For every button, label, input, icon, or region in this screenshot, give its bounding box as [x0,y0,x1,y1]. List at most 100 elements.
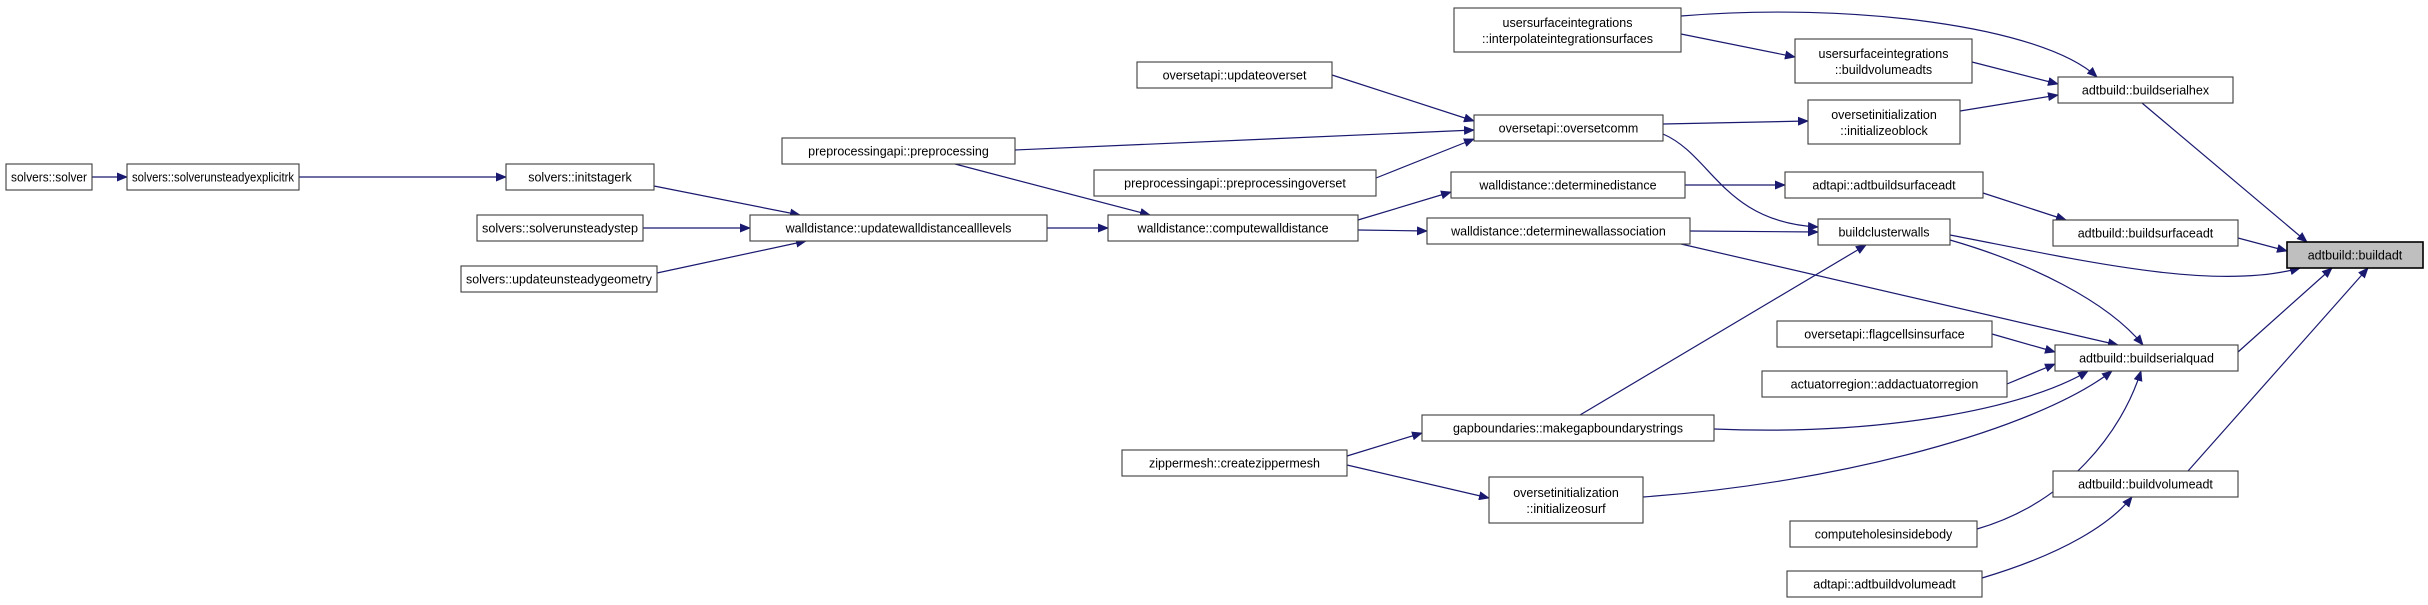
edge-buildclusterwalls-to-buildserialquad [1949,239,2144,346]
edge-updateoverset-to-oversetcomm [1331,74,1475,123]
node-label-preprocessing: preprocessingapi::preprocessing [808,145,989,159]
node-updateunsteadygeometry[interactable]: solvers::updateunsteadygeometry [460,265,658,293]
node-rect-flagcellsinsurface[interactable] [1776,320,1993,348]
node-rect-updatewalldistancealllevels[interactable] [749,214,1048,242]
node-rect-updateunsteadygeometry[interactable] [460,265,658,293]
node-rect-createzippermesh[interactable] [1121,449,1348,477]
edge-determinewallassociation-to-buildclusterwalls [1689,227,1819,237]
node-rect-adtapi-adtbuildsurfaceadt[interactable] [1784,171,1984,199]
node-rect-updateoverset[interactable] [1136,61,1333,89]
edge-computeholesinsidebody-to-buildserialquad [1976,370,2143,530]
node-createzippermesh[interactable]: zippermesh::createzippermesh [1121,449,1348,477]
node-updateoverset[interactable]: oversetapi::updateoverset [1136,61,1333,89]
node-label-determinedistance: walldistance::determinedistance [1478,179,1656,193]
node-computewalldistance[interactable]: walldistance::computewalldistance [1107,214,1359,242]
node-rect-adtbuild-buildvolumeadt[interactable] [2052,470,2239,498]
edge-adtapi-adtbuildsurfaceadt-to-adtbuild-buildsurfaceadt [1982,192,2067,222]
node-rect-preprocessingoverset[interactable] [1093,169,1377,197]
node-label-solver: solvers::solver [11,171,87,185]
nodes-layer: solvers::solver solvers::solverunsteadyex… [5,7,2424,598]
node-determinedistance[interactable]: walldistance::determinedistance [1450,171,1686,199]
edge-initstagerk-to-updatewalldistancealllevels [653,185,801,218]
node-adtbuild-buildvolumeadt[interactable]: adtbuild::buildvolumeadt [2052,470,2239,498]
node-rect-determinedistance[interactable] [1450,171,1686,199]
node-preprocessingoverset[interactable]: preprocessingapi::preprocessingoverset [1093,169,1377,197]
node-label-initstagerk: solvers::initstagerk [528,171,632,185]
node-buildserialhex[interactable]: adtbuild::buildserialhex [2057,76,2234,104]
node-addactuatorregion[interactable]: actuatorregion::addactuatorregion [1761,370,2008,398]
edges-layer [92,11,2369,579]
node-label-preprocessingoverset: preprocessingapi::preprocessingoverset [1124,177,1346,191]
node-rect-buildserialhex[interactable] [2057,76,2234,104]
node-label-makegapboundarystrings: gapboundaries::makegapboundarystrings [1453,422,1683,436]
node-rect-initializeoblock[interactable] [1807,99,1961,145]
node-rect-solver[interactable] [5,163,93,191]
node-rect-solverunsteadyexplicitrk[interactable] [126,163,300,191]
node-label-buildadt: adtbuild::buildadt [2308,249,2403,263]
node-label-buildserialquad: adtbuild::buildserialquad [2079,352,2214,366]
node-label-adtbuild-buildsurfaceadt: adtbuild::buildsurfaceadt [2078,227,2214,241]
edge-createzippermesh-to-initializeosurf [1346,464,1490,501]
node-rect-addactuatorregion[interactable] [1761,370,2008,398]
node-adtapi-adtbuildsurfaceadt[interactable]: adtapi::adtbuildsurfaceadt [1784,171,1984,199]
node-buildclusterwalls[interactable]: buildclusterwalls [1817,218,1951,246]
node-adtapi-adtbuildvolumeadt[interactable]: adtapi::adtbuildvolumeadt [1786,570,1983,598]
node-label-initializeoblock: oversetinitialization::initializeoblock [1831,108,1937,138]
node-solver[interactable]: solvers::solver [5,163,93,191]
edge-initializeoblock-to-buildserialhex [1959,92,2059,112]
node-flagcellsinsurface[interactable]: oversetapi::flagcellsinsurface [1776,320,1993,348]
node-label-adtapi-adtbuildvolumeadt: adtapi::adtbuildvolumeadt [1813,578,1956,592]
node-rect-preprocessing[interactable] [781,137,1016,165]
node-rect-adtapi-adtbuildvolumeadt[interactable] [1786,570,1983,598]
node-rect-computewalldistance[interactable] [1107,214,1359,242]
node-makegapboundarystrings[interactable]: gapboundaries::makegapboundarystrings [1421,414,1715,442]
node-buildserialquad[interactable]: adtbuild::buildserialquad [2054,344,2239,372]
edge-buildserialquad-to-buildadt [2237,267,2333,353]
node-label-determinewallassociation: walldistance::determinewallassociation [1450,225,1666,239]
edge-makegapboundarystrings-to-buildclusterwalls [1579,244,1867,416]
node-initializeoblock[interactable]: oversetinitialization::initializeoblock [1807,99,1961,145]
node-rect-solverunsteadystep[interactable] [476,214,644,242]
node-solverunsteadyexplicitrk[interactable]: solvers::solverunsteadyexplicitrk [126,163,300,191]
edge-flagcellsinsurface-to-buildserialquad [1991,333,2056,354]
node-computeholesinsidebody[interactable]: computeholesinsidebody [1789,520,1978,548]
node-rect-makegapboundarystrings[interactable] [1421,414,1715,442]
node-rect-buildserialquad[interactable] [2054,344,2239,372]
node-initializeosurf[interactable]: oversetinitialization::initializeosurf [1488,476,1644,524]
edge-adtbuild-buildsurfaceadt-to-buildadt [2237,237,2288,253]
node-label-updateoverset: oversetapi::updateoverset [1163,69,1307,83]
node-label-updateunsteadygeometry: solvers::updateunsteadygeometry [466,273,653,287]
node-label-solverunsteadystep: solvers::solverunsteadystep [482,222,638,236]
node-updatewalldistancealllevels[interactable]: walldistance::updatewalldistancealllevel… [749,214,1048,242]
node-label-buildserialhex: adtbuild::buildserialhex [2082,84,2210,98]
node-rect-adtbuild-buildsurfaceadt[interactable] [2052,219,2239,247]
node-rect-buildclusterwalls[interactable] [1817,218,1951,246]
node-determinewallassociation[interactable]: walldistance::determinewallassociation [1426,217,1691,245]
node-rect-initializeosurf[interactable] [1488,476,1644,524]
node-label-updatewalldistancealllevels: walldistance::updatewalldistancealllevel… [785,222,1012,236]
node-rect-determinewallassociation[interactable] [1426,217,1691,245]
node-buildadt[interactable]: adtbuild::buildadt [2286,241,2424,269]
node-label-flagcellsinsurface: oversetapi::flagcellsinsurface [1804,328,1965,342]
node-label-computeholesinsidebody: computeholesinsidebody [1815,528,1953,542]
node-rect-initstagerk[interactable] [505,163,655,191]
node-rect-usi-buildvolumeadts[interactable] [1794,38,1973,84]
node-initstagerk[interactable]: solvers::initstagerk [505,163,655,191]
node-rect-computeholesinsidebody[interactable] [1789,520,1978,548]
edge-interpolateintegrationsurfaces-to-usi-buildvolumeadts [1680,33,1796,60]
edge-updateunsteadygeometry-to-updatewalldistancealllevels [656,238,807,274]
node-label-usi-buildvolumeadts: usersurfaceintegrations::buildvolumeadts [1819,47,1949,77]
node-rect-buildadt[interactable] [2286,241,2424,269]
edge-interpolateintegrationsurfaces-to-buildserialhex [1680,11,2098,78]
node-rect-interpolateintegrationsurfaces[interactable] [1453,7,1682,53]
node-usi-buildvolumeadts[interactable]: usersurfaceintegrations::buildvolumeadts [1794,38,1973,84]
node-rect-oversetcomm[interactable] [1473,114,1664,142]
node-oversetcomm[interactable]: oversetapi::oversetcomm [1473,114,1664,142]
node-solverunsteadystep[interactable]: solvers::solverunsteadystep [476,214,644,242]
node-adtbuild-buildsurfaceadt[interactable]: adtbuild::buildsurfaceadt [2052,219,2239,247]
node-label-interpolateintegrationsurfaces: usersurfaceintegrations::interpolateinte… [1482,16,1653,46]
node-label-adtbuild-buildvolumeadt: adtbuild::buildvolumeadt [2078,478,2213,492]
node-interpolateintegrationsurfaces[interactable]: usersurfaceintegrations::interpolateinte… [1453,7,1682,53]
node-preprocessing[interactable]: preprocessingapi::preprocessing [781,137,1016,165]
